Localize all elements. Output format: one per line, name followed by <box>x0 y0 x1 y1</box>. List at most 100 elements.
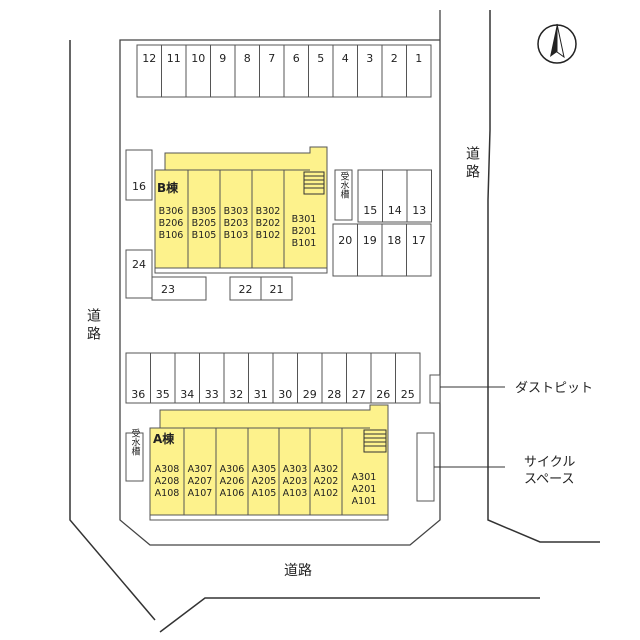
unit-B106: B106 <box>159 230 184 241</box>
unit-A108: A108 <box>155 488 180 499</box>
road-lines <box>69 10 600 633</box>
parking-space-29: 29 <box>297 352 323 404</box>
parking-space-15: 15 <box>357 169 383 223</box>
parking-space-26: 26 <box>370 352 396 404</box>
parking-right-bottom: 20 19 18 17 <box>332 223 432 277</box>
parking-space-23-label: 23 <box>161 283 175 296</box>
parking-space-13-label: 13 <box>412 204 426 217</box>
unit-B302: B302 <box>256 206 281 217</box>
parking-space-17: 17 <box>406 223 432 277</box>
unit-A307: A307 <box>188 464 213 475</box>
building-b-name: B棟 <box>157 180 179 195</box>
building-a: A棟 A308A208A108A307A207A107A306A206A106A… <box>149 404 389 521</box>
unit-A206: A206 <box>220 476 245 487</box>
unit-A203: A203 <box>283 476 308 487</box>
parking-space-5-label: 5 <box>317 52 324 65</box>
unit-A102: A102 <box>314 488 339 499</box>
parking-space-29-label: 29 <box>303 388 317 401</box>
parking-space-16: 16 <box>125 149 153 201</box>
parking-space-32: 32 <box>223 352 249 404</box>
water-tank-b: 受水槽 <box>334 169 353 221</box>
parking-space-19-label: 19 <box>363 234 377 247</box>
parking-space-21-label: 21 <box>270 283 284 296</box>
unit-A303: A303 <box>283 464 308 475</box>
unit-B101: B101 <box>292 238 317 249</box>
cycle-space-label-1: サイクル <box>524 455 575 470</box>
parking-space-31-label: 31 <box>254 388 268 401</box>
parking-space-22: 22 <box>229 276 262 301</box>
parking-space-6-label: 6 <box>293 52 300 65</box>
parking-space-12: 12 <box>136 44 162 98</box>
unit-A207: A207 <box>188 476 213 487</box>
parking-space-35-label: 35 <box>156 388 170 401</box>
parking-space-8: 8 <box>234 44 260 98</box>
unit-B203: B203 <box>224 218 249 229</box>
road-label-west: 道路 <box>85 308 101 344</box>
road-label-south: 道路 <box>284 563 312 579</box>
parking-space-34-label: 34 <box>180 388 194 401</box>
water-tank-a-label: 受水槽 <box>130 427 141 456</box>
parking-space-21: 21 <box>260 276 293 301</box>
cycle-space <box>416 432 435 502</box>
parking-space-20: 20 <box>332 223 358 277</box>
parking-space-16-label: 16 <box>132 180 146 193</box>
unit-A101: A101 <box>352 496 377 507</box>
parking-row-22-21: 22 21 <box>229 276 293 301</box>
parking-space-4: 4 <box>332 44 358 98</box>
parking-space-25: 25 <box>395 352 421 404</box>
parking-space-36-label: 36 <box>131 388 145 401</box>
unit-B305: B305 <box>192 206 217 217</box>
parking-space-3: 3 <box>357 44 383 98</box>
parking-space-35: 35 <box>150 352 176 404</box>
parking-space-28-label: 28 <box>327 388 341 401</box>
parking-space-11-label: 11 <box>167 52 181 65</box>
unit-B102: B102 <box>256 230 281 241</box>
parking-space-20-label: 20 <box>338 234 352 247</box>
parking-space-15-label: 15 <box>363 204 377 217</box>
unit-B303: B303 <box>224 206 249 217</box>
compass-icon <box>537 23 577 64</box>
parking-right-top: 15 14 13 <box>357 169 432 223</box>
building-b: B棟 B306B206B106B305B205B105B303B203B103B… <box>154 146 328 274</box>
parking-space-1-label: 1 <box>415 52 422 65</box>
unit-A308: A308 <box>155 464 180 475</box>
parking-space-18: 18 <box>381 223 407 277</box>
parking-space-27: 27 <box>346 352 372 404</box>
parking-space-2: 2 <box>381 44 407 98</box>
parking-space-22-label: 22 <box>239 283 253 296</box>
parking-space-30-label: 30 <box>278 388 292 401</box>
unit-A202: A202 <box>314 476 339 487</box>
site-boundary <box>119 10 441 546</box>
road-edge-south <box>159 597 540 633</box>
parking-space-4-label: 4 <box>342 52 349 65</box>
unit-A305: A305 <box>252 464 277 475</box>
unit-A201: A201 <box>352 484 377 495</box>
unit-A306: A306 <box>220 464 245 475</box>
dust-pit <box>429 374 441 404</box>
parking-space-8-label: 8 <box>244 52 251 65</box>
unit-A302: A302 <box>314 464 339 475</box>
road-label-east: 道路 <box>464 146 480 182</box>
unit-B206: B206 <box>159 218 184 229</box>
parking-space-10: 10 <box>185 44 211 98</box>
parking-space-6: 6 <box>283 44 309 98</box>
parking-space-14: 14 <box>382 169 408 223</box>
stairs-a-icon <box>363 429 387 453</box>
parking-space-31: 31 <box>248 352 274 404</box>
unit-A103: A103 <box>283 488 308 499</box>
unit-A301: A301 <box>352 472 377 483</box>
parking-space-9: 9 <box>210 44 236 98</box>
road-edge-west <box>69 40 156 621</box>
unit-A106: A106 <box>220 488 245 499</box>
parking-space-11: 11 <box>161 44 187 98</box>
parking-space-10-label: 10 <box>191 52 205 65</box>
parking-space-1: 1 <box>406 44 432 98</box>
building-a-name: A棟 <box>153 431 175 446</box>
unit-A107: A107 <box>188 488 213 499</box>
parking-space-18-label: 18 <box>387 234 401 247</box>
parking-space-24: 24 <box>125 249 153 299</box>
parking-space-34: 34 <box>174 352 200 404</box>
